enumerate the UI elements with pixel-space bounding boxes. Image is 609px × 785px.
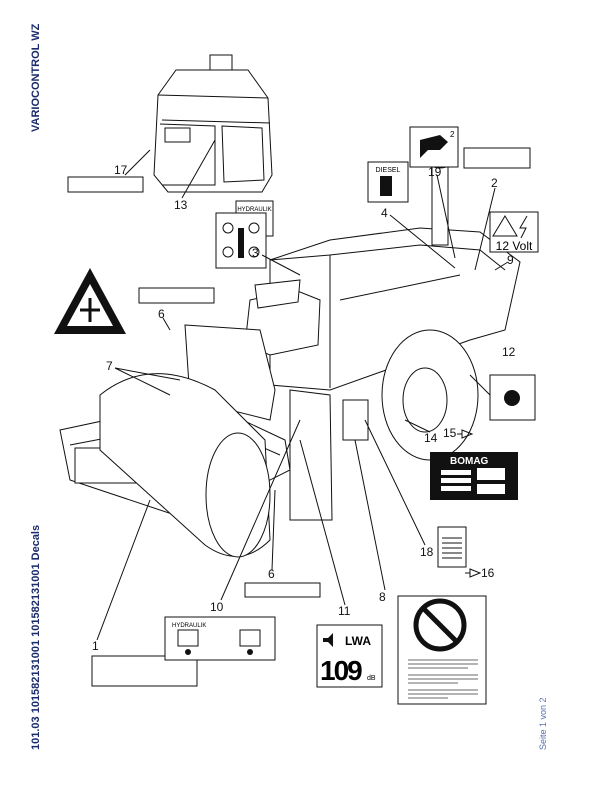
- svg-text:12 Volt: 12 Volt: [496, 239, 533, 253]
- svg-text:6: 6: [158, 307, 165, 321]
- svg-text:17: 17: [114, 163, 128, 177]
- svg-text:2: 2: [491, 176, 498, 190]
- fuel-pump-icon: [380, 176, 392, 196]
- svg-text:dB: dB: [367, 675, 376, 682]
- decal-controls: [215, 212, 267, 269]
- svg-text:7: 7: [106, 359, 113, 373]
- lightning-icon: [519, 215, 528, 239]
- svg-text:LWA: LWA: [345, 634, 371, 648]
- type-plate: BOMAG: [430, 452, 518, 500]
- svg-text:8: 8: [379, 590, 386, 604]
- svg-text:6: 6: [268, 567, 275, 581]
- arrow-right-icon: [457, 429, 474, 439]
- no-spray-icon: [413, 598, 467, 652]
- decal-crush-warning: [54, 268, 126, 334]
- svg-text:10: 10: [210, 600, 224, 614]
- hand-lever-icon: [420, 135, 448, 158]
- decal-18: [437, 526, 467, 568]
- callout-numbers: 17 13 3 4 19 2 9 6 7 12 15 14 18 16 6 8 …: [92, 163, 516, 653]
- cab-drawing: [153, 54, 273, 193]
- decal-12-volt: 12 Volt: [489, 211, 539, 253]
- svg-text:4: 4: [381, 206, 388, 220]
- svg-text:HYDRAULIK: HYDRAULIK: [237, 207, 271, 213]
- svg-text:2: 2: [450, 130, 455, 139]
- svg-text:19: 19: [428, 165, 442, 179]
- arrow-right-icon: [465, 568, 482, 578]
- svg-text:9: 9: [507, 253, 514, 267]
- svg-text:14: 14: [424, 431, 438, 445]
- decal-hydraulic-level: HYDRAULIK: [164, 616, 276, 661]
- speaker-icon: [323, 633, 333, 647]
- svg-text:HYDRAULIK: HYDRAULIK: [172, 623, 206, 629]
- decal-diesel: DIESEL: [367, 161, 409, 203]
- blank-labels: [67, 147, 531, 687]
- svg-text:16: 16: [481, 566, 495, 580]
- svg-text:12: 12: [502, 345, 516, 359]
- decal-hand-lever: 2: [409, 126, 459, 168]
- decal-noise: LWA 109 dB: [316, 624, 383, 688]
- svg-text:15: 15: [443, 426, 457, 440]
- roller-drawing: [59, 161, 521, 558]
- svg-text:109: 109: [320, 655, 362, 686]
- svg-text:1: 1: [92, 639, 99, 653]
- svg-text:18: 18: [420, 545, 434, 559]
- warning-triangle-icon: [492, 215, 518, 237]
- decal-no-spray: [397, 595, 487, 705]
- svg-text:13: 13: [174, 198, 188, 212]
- decal-12: [489, 374, 536, 421]
- svg-text:3: 3: [252, 246, 259, 260]
- svg-text:BOMAG: BOMAG: [450, 456, 489, 467]
- svg-text:11: 11: [338, 604, 351, 618]
- svg-text:DIESEL: DIESEL: [376, 167, 401, 174]
